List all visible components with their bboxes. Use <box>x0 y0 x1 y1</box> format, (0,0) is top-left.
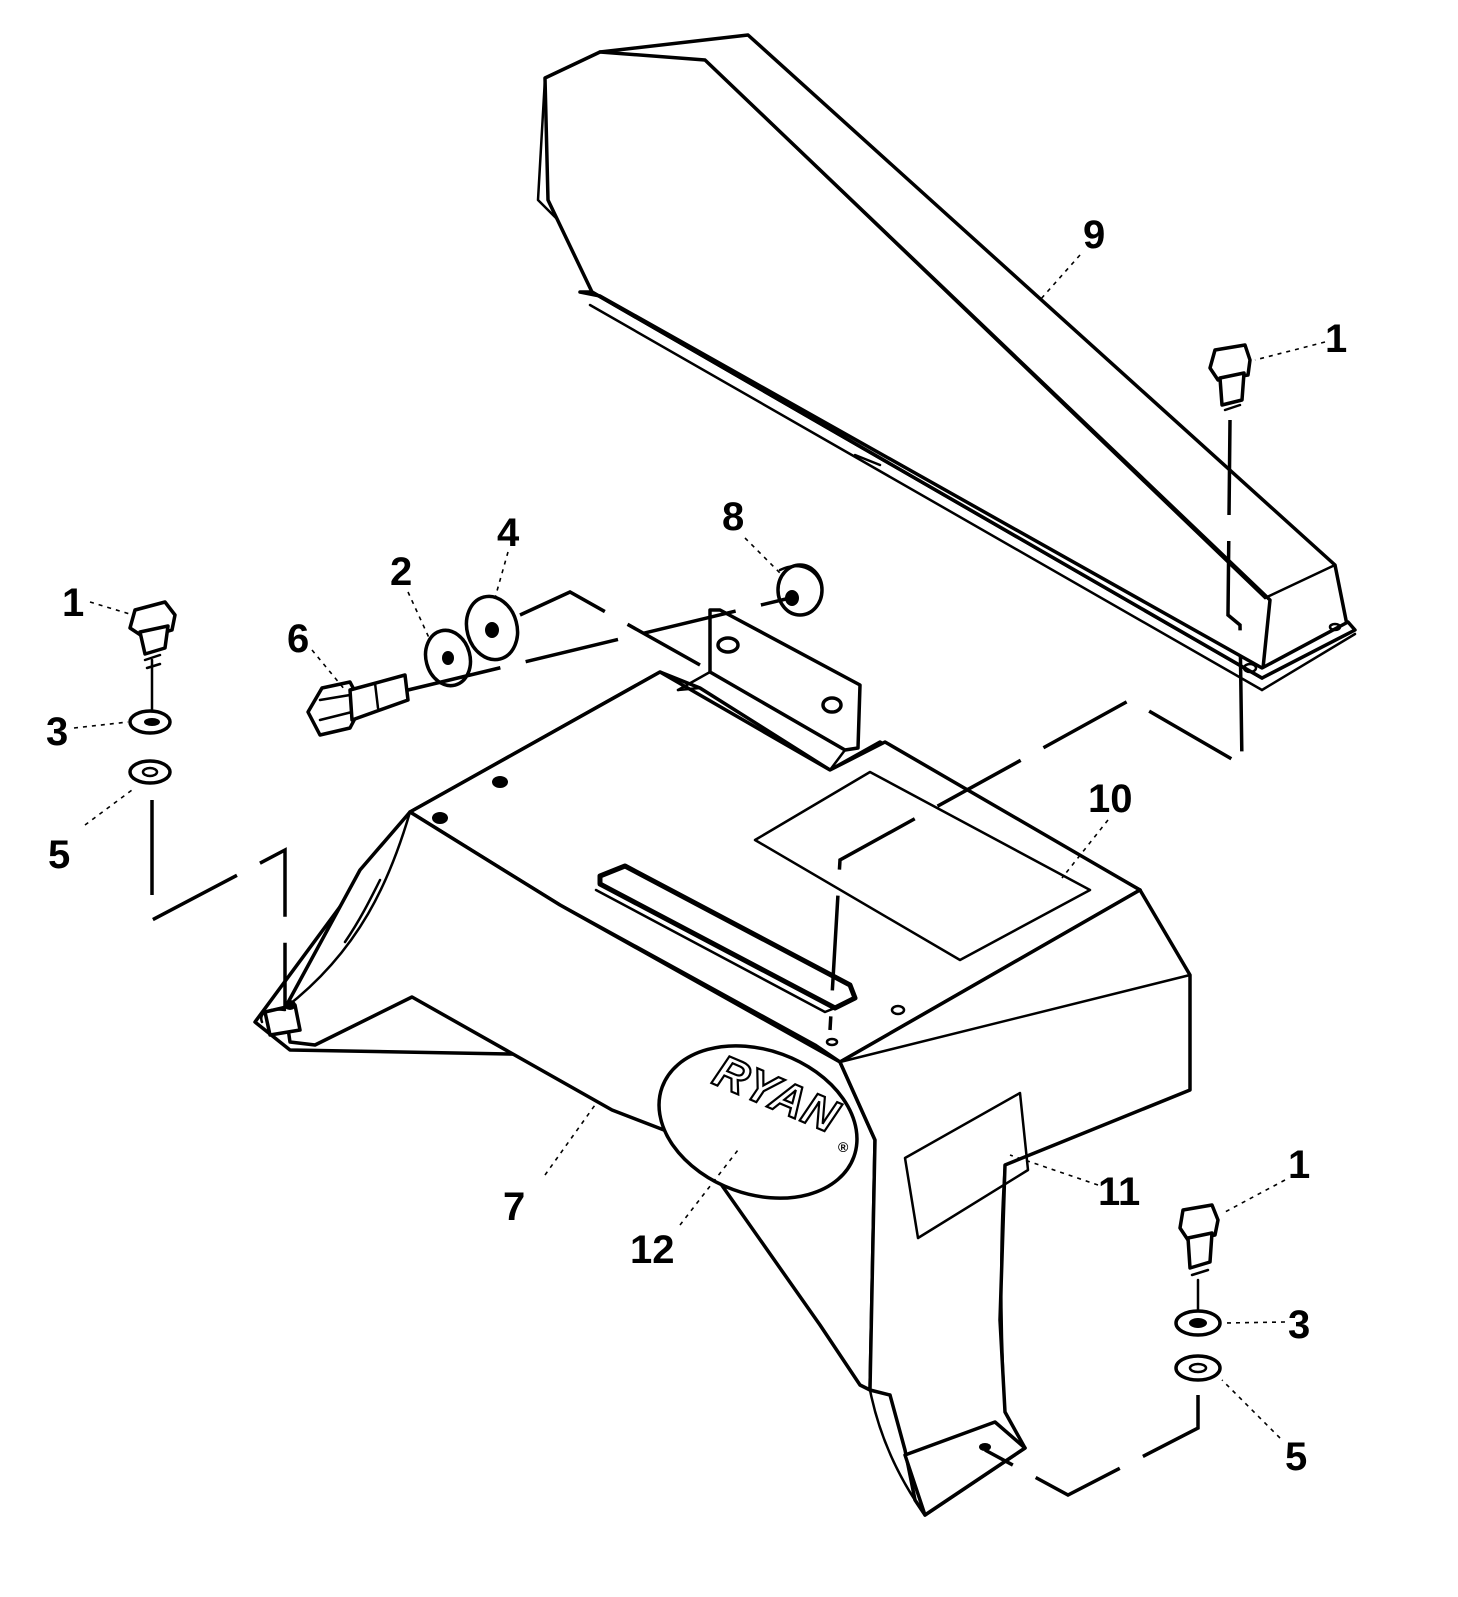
callout-labels: 9 1 1 3 5 2 4 6 8 10 11 7 12 1 3 5 <box>46 213 1347 1479</box>
callout-2: 2 <box>390 550 412 594</box>
cover-mount-bracket <box>676 608 862 772</box>
right-top-fastener <box>828 343 1252 1031</box>
callout-9: 9 <box>1083 213 1105 257</box>
callout-10: 10 <box>1088 777 1133 821</box>
part-3-left-lock-washer <box>128 709 172 735</box>
part-8-nut <box>776 563 824 617</box>
leader-lines <box>73 254 1326 1439</box>
part-1-bottom-bolt <box>1178 1203 1220 1277</box>
part-5-left-flat-washer <box>128 759 172 785</box>
part-2-lock-washer <box>423 628 473 688</box>
callout-8: 8 <box>722 495 744 539</box>
callout-1-bottom: 1 <box>1288 1143 1310 1187</box>
ryan-logo-mark: ® <box>838 1139 849 1155</box>
part-7-main-cover <box>253 670 1192 1517</box>
right-bottom-fastener-stack <box>984 1203 1222 1497</box>
callout-3-left: 3 <box>46 710 68 754</box>
callout-5-left: 5 <box>48 833 70 877</box>
part-5-right-flat-washer <box>1174 1354 1222 1382</box>
part-1-left-bolt <box>128 600 177 670</box>
left-fastener-stack <box>128 600 287 1008</box>
callout-7: 7 <box>503 1185 525 1229</box>
part-1-top-bolt <box>1208 343 1252 412</box>
callout-3-right: 3 <box>1288 1303 1310 1347</box>
callout-4: 4 <box>497 511 520 555</box>
part-4-flat-washer <box>464 594 520 662</box>
part-6-hex-bolt <box>306 673 410 737</box>
part-9-belt-guard <box>536 33 1357 692</box>
callout-1-top: 1 <box>1325 317 1347 361</box>
callout-5-right: 5 <box>1285 1435 1307 1479</box>
callout-6: 6 <box>287 617 309 661</box>
callout-11: 11 <box>1098 1170 1140 1214</box>
callout-12: 12 <box>630 1228 675 1272</box>
callout-1-left: 1 <box>62 581 84 625</box>
part-3-right-lock-washer <box>1174 1309 1222 1337</box>
